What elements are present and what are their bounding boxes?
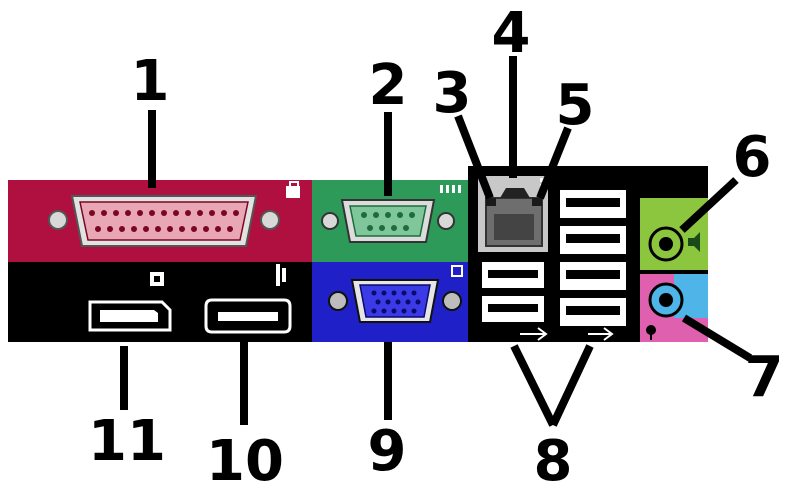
parallel-pins [89,210,239,232]
callout-number-9: 9 [368,419,407,484]
usb-icon [588,327,614,341]
serial-connector [321,185,461,243]
esata-connector [204,264,292,334]
callout-number-10: 10 [206,429,284,490]
usb-port [482,296,544,322]
serial-icon [440,185,461,193]
speaker-icon [688,232,700,252]
callout-number-5: 5 [556,73,595,138]
callout-numbers: 1 2 3 4 5 6 7 8 9 10 11 [88,1,783,490]
callout-number-3: 3 [433,61,472,126]
callout-number-7: 7 [745,345,784,410]
serial-screw-right [437,212,455,230]
serial-insert [349,205,427,237]
vga-screw-left [328,291,348,311]
network-latch [500,188,530,198]
leader-line-8b [549,344,594,427]
usb-port [560,226,626,254]
vga-video-connector [328,265,463,323]
esata-tongue [218,312,278,321]
leader-line-8a [510,344,557,427]
parallel-insert [79,201,249,241]
leader-lines [120,56,753,427]
line-in-microphone-connector [648,282,684,318]
displayport-icon [150,272,164,286]
serial-screw-left [321,212,339,230]
vga-screw-right [442,291,462,311]
usb-port [482,262,544,288]
serial-pins [361,212,415,231]
leader-line-7 [681,314,753,362]
network-jack-opening [494,214,534,240]
audio-connectors [640,198,708,342]
esata-icon [276,264,286,286]
displayport-connector [88,272,172,332]
usb-port [560,262,626,290]
parallel-screw-left [48,210,68,230]
network-activity-light [532,198,542,206]
callout-number-11: 11 [88,409,166,474]
monitor-icon [451,265,463,277]
parallel-connector [48,181,300,247]
leader-line-5 [536,126,572,200]
callout-number-8: 8 [534,429,573,490]
microphone-icon [646,325,656,340]
callout-number-2: 2 [369,53,408,118]
vga-pins [371,290,421,314]
parallel-screw-right [260,210,280,230]
callout-number-6: 6 [733,125,772,190]
leader-line-3 [454,114,494,200]
usb-port [560,190,626,218]
line-out-connector [648,226,684,262]
displayport-tongue [100,310,158,322]
usb-port [560,298,626,326]
callout-number-4: 4 [492,1,531,66]
leader-line-6 [679,177,739,233]
printer-icon [286,181,300,198]
link-integrity-light [486,198,496,206]
callout-number-1: 1 [131,49,170,114]
usb-2-connectors [482,190,626,341]
usb-icon [520,327,548,341]
